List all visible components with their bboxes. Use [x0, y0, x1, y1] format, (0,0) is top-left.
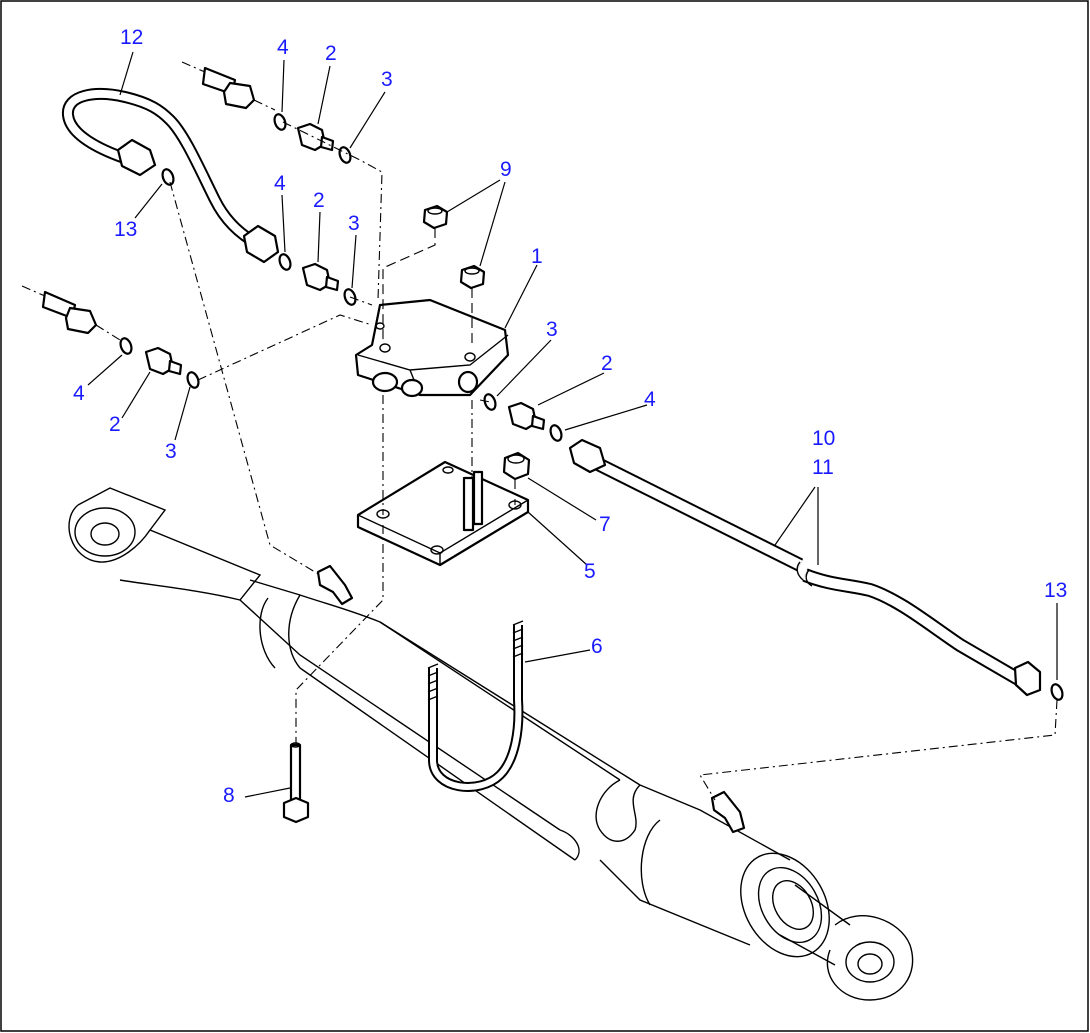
callouts: 12 4 2 3 4 2 3 13 9 1 3 2 4 4 2 3 10 11 …: [73, 26, 1067, 807]
callout-2d: 2: [109, 413, 121, 436]
callout-3c: 3: [546, 318, 558, 341]
tube-12: [62, 88, 280, 264]
callout-6: 6: [591, 635, 603, 658]
callout-1: 1: [531, 245, 543, 268]
callout-2b: 2: [313, 189, 325, 212]
o-rings: [119, 113, 1064, 701]
callout-3d: 3: [165, 440, 177, 463]
valve-block: [354, 298, 510, 398]
leader-lines: [87, 51, 1058, 798]
nuts-9: [422, 204, 486, 290]
hydraulic-cylinder: [68, 487, 914, 1001]
unions: [144, 122, 546, 431]
callout-7: 7: [599, 513, 611, 536]
callout-11: 11: [812, 456, 834, 479]
callout-13b: 13: [1044, 579, 1067, 602]
callout-10: 10: [812, 427, 835, 450]
callout-4d: 4: [73, 382, 85, 405]
callout-12: 12: [120, 26, 143, 49]
callout-4a: 4: [277, 36, 289, 59]
bolt-8: [282, 742, 310, 824]
u-bolt-6: [427, 620, 524, 792]
callout-13a: 13: [114, 218, 137, 241]
callout-3b: 3: [348, 212, 360, 235]
tube-10-11: [568, 438, 1042, 697]
fitting-adapter-upper: [181, 61, 276, 111]
fitting-adapter-lower: [21, 285, 121, 341]
callout-2c: 2: [601, 352, 613, 375]
callout-9: 9: [500, 158, 512, 181]
assembly-lines: [169, 121, 1058, 801]
callout-3a: 3: [381, 68, 393, 91]
callout-4c: 4: [644, 388, 656, 411]
callout-2a: 2: [325, 42, 337, 65]
nut-7: [502, 451, 531, 481]
callout-8: 8: [223, 784, 235, 807]
callout-5: 5: [584, 560, 596, 583]
callout-4b: 4: [274, 172, 286, 195]
